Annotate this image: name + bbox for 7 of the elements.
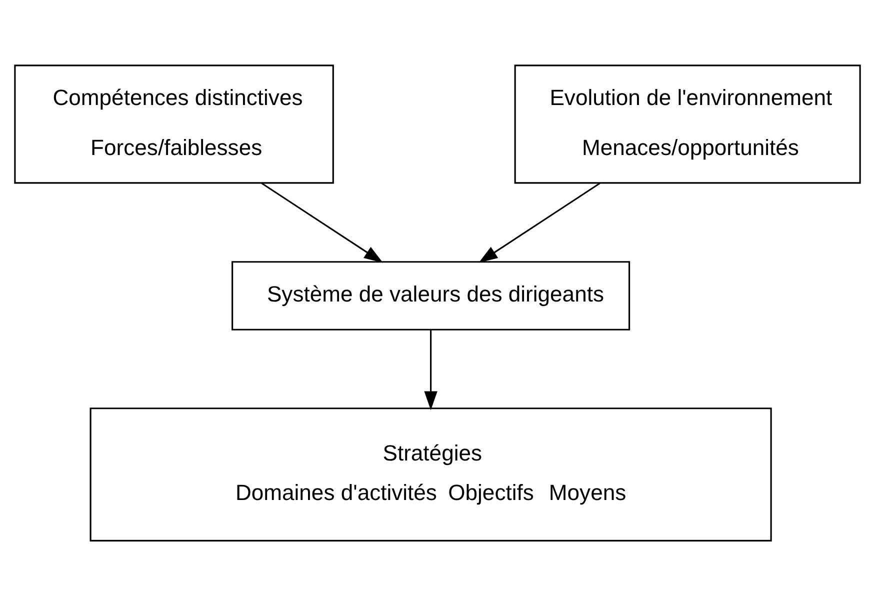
node-box: Compétences distinctives Forces/faiblesses: [14, 64, 334, 184]
arrow: [478, 182, 600, 262]
node-box: Système de valeurs des dirigeants: [232, 260, 630, 330]
arrow: [261, 182, 383, 262]
node-box: Evolution de l'environnement Menaces/opportunités: [514, 64, 861, 184]
arrow: [424, 329, 438, 410]
node-box: Stratégies Domaines d'activités Objectifs Moyens: [90, 407, 772, 541]
